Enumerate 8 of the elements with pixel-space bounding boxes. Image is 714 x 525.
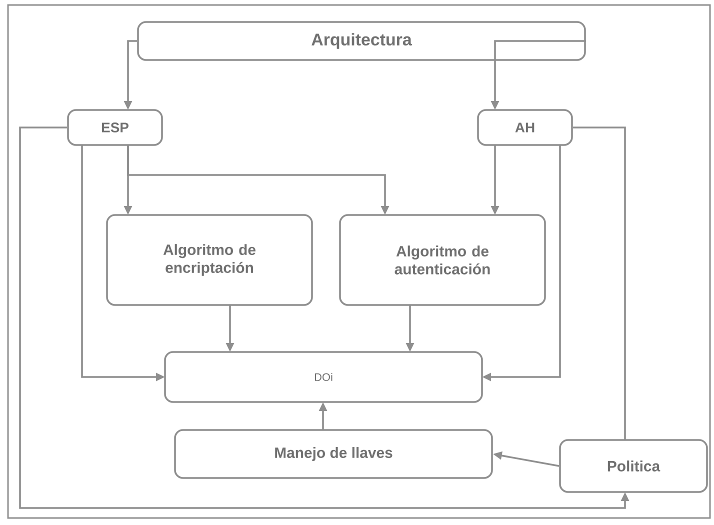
algorithm-box: Algoritmo de encriptación bbox=[106, 214, 313, 306]
process-box: Manejo de llaves bbox=[174, 429, 493, 479]
heading-box: Arquitectura bbox=[137, 21, 586, 61]
policy-box: Politica bbox=[559, 439, 708, 493]
protocol-box: AH bbox=[477, 109, 573, 146]
protocol-box: ESP bbox=[67, 109, 163, 146]
algorithm-box: Algoritmo de autenticación bbox=[339, 214, 546, 306]
domain-box: DOi bbox=[164, 351, 483, 403]
